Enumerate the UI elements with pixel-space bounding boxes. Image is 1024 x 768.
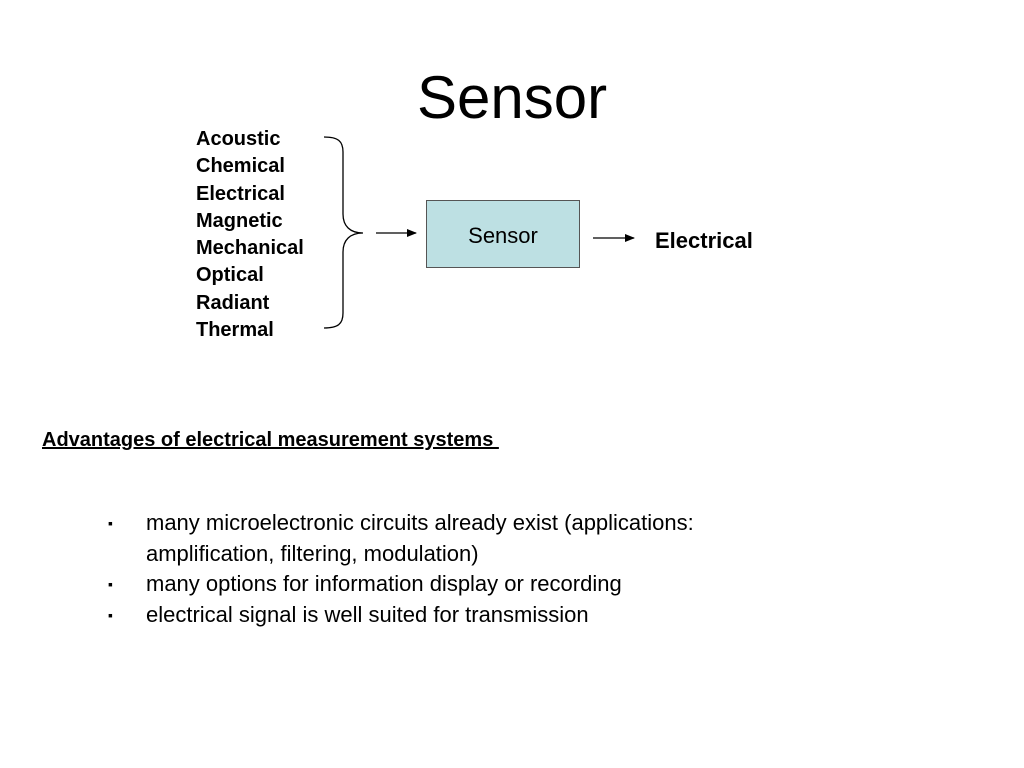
advantage-text: electrical signal is well suited for tra… bbox=[146, 601, 589, 627]
input-energy-item: Mechanical bbox=[196, 237, 304, 260]
input-energy-item: Magnetic bbox=[196, 209, 283, 232]
advantage-text: many microelectronic circuits already ex… bbox=[146, 510, 694, 566]
advantage-text: many options for information display or … bbox=[146, 571, 622, 596]
slide-title: Sensor bbox=[416, 64, 608, 131]
advantage-item: ▪ electrical signal is well suited for t… bbox=[108, 600, 828, 631]
right-curly-brace bbox=[323, 136, 364, 329]
bullet-marker-icon: ▪ bbox=[108, 576, 113, 592]
input-energy-item: Electrical bbox=[196, 182, 285, 205]
advantages-list: ▪ many microelectronic circuits already … bbox=[108, 508, 828, 630]
input-energy-item: Acoustic bbox=[196, 128, 281, 150]
advantage-item: ▪ many microelectronic circuits already … bbox=[108, 508, 828, 569]
advantage-item: ▪ many options for information display o… bbox=[108, 569, 828, 600]
input-energy-item: Thermal bbox=[196, 319, 274, 342]
input-energy-item: Chemical bbox=[196, 155, 285, 178]
bullet-marker-icon: ▪ bbox=[108, 606, 113, 623]
sensor-box: Sensor bbox=[426, 200, 580, 268]
input-energy-list: Acoustic Chemical Electrical Magnetic Me… bbox=[196, 126, 304, 344]
input-energy-item: Radiant bbox=[196, 291, 270, 314]
advantages-heading: Advantages of electrical measurement sys… bbox=[42, 429, 499, 451]
output-signal-label: Electrical bbox=[655, 228, 753, 253]
bullet-marker-icon: ▪ bbox=[108, 515, 113, 531]
input-energy-item: Optical bbox=[196, 264, 264, 287]
